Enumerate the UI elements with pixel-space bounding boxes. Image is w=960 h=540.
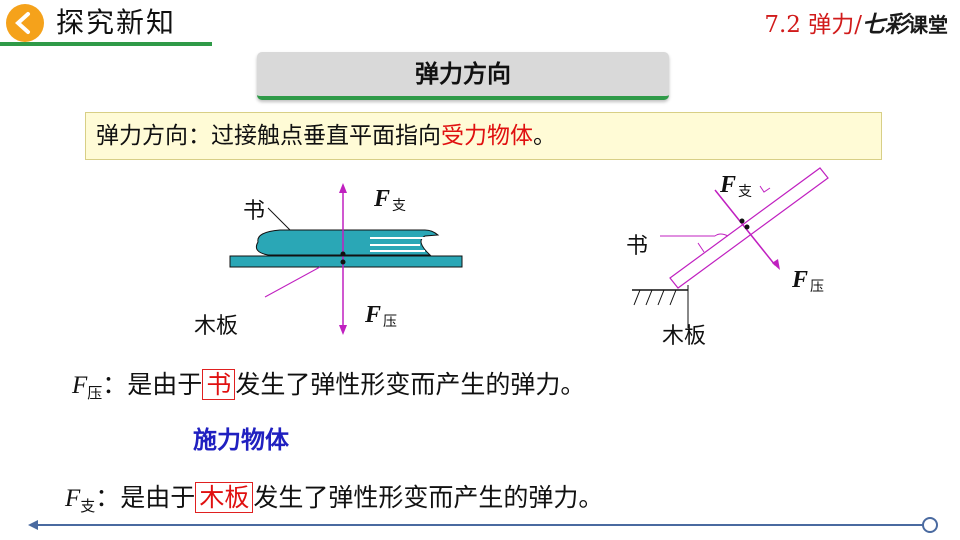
- end-icon: [922, 517, 938, 533]
- left-board-label: 木板: [194, 314, 239, 339]
- book-corner: [714, 233, 729, 237]
- contact-point-right-2: [744, 224, 750, 230]
- applying-object-label: 施力物体: [193, 426, 289, 454]
- section-title: 弹力方向: [257, 52, 669, 100]
- header-underline: [0, 42, 212, 46]
- pressure-source-box: 书: [202, 369, 236, 400]
- board-pointer: [264, 266, 321, 298]
- right-book-label: 书: [626, 234, 649, 259]
- definition-highlight: 受力物体: [441, 123, 533, 149]
- contact-point-2: [340, 259, 346, 265]
- contact-point: [340, 251, 346, 257]
- header-title: 探究新知: [56, 6, 177, 39]
- board-rect: [229, 255, 463, 268]
- book-edge: [697, 242, 705, 253]
- left-arrow-icon: [28, 520, 38, 530]
- book-pointer: [267, 207, 291, 231]
- progress-line: [28, 517, 938, 533]
- lesson-number: 7.2 弹力/: [764, 12, 862, 38]
- definition-suffix: 。: [533, 123, 556, 149]
- support-source-box: 木板: [195, 482, 254, 513]
- left-book-label: 书: [243, 199, 266, 224]
- contact-point-right: [739, 218, 745, 224]
- right-board-label: 木板: [662, 324, 707, 349]
- back-arrow-icon[interactable]: [6, 4, 44, 42]
- definition-box: 弹力方向：过接触点垂直平面指向受力物体。: [85, 112, 882, 160]
- lesson-label: 7.2 弹力/七彩课堂: [764, 8, 948, 42]
- logo-text-2: 课堂: [908, 13, 948, 37]
- pressure-arrowhead: [772, 259, 780, 270]
- definition-prefix: 弹力方向：过接触点垂直平面指向: [96, 123, 441, 149]
- logo-text: 七彩: [862, 11, 908, 38]
- right-angle-mark: [759, 185, 771, 193]
- book-pages: [370, 237, 425, 252]
- ground-hatching: [633, 289, 677, 306]
- book-shape: [255, 229, 440, 256]
- pressure-explanation: F压：是由于书发生了弹性形变而产生的弹力。: [72, 369, 586, 402]
- force-down-arrowhead: [339, 325, 347, 335]
- horizontal-board-diagram: [229, 183, 463, 335]
- inclined-board-diagram: [632, 167, 829, 328]
- force-up-arrowhead: [339, 183, 347, 193]
- support-explanation: F支：是由于木板发生了弹性形变而产生的弹力。: [65, 482, 604, 515]
